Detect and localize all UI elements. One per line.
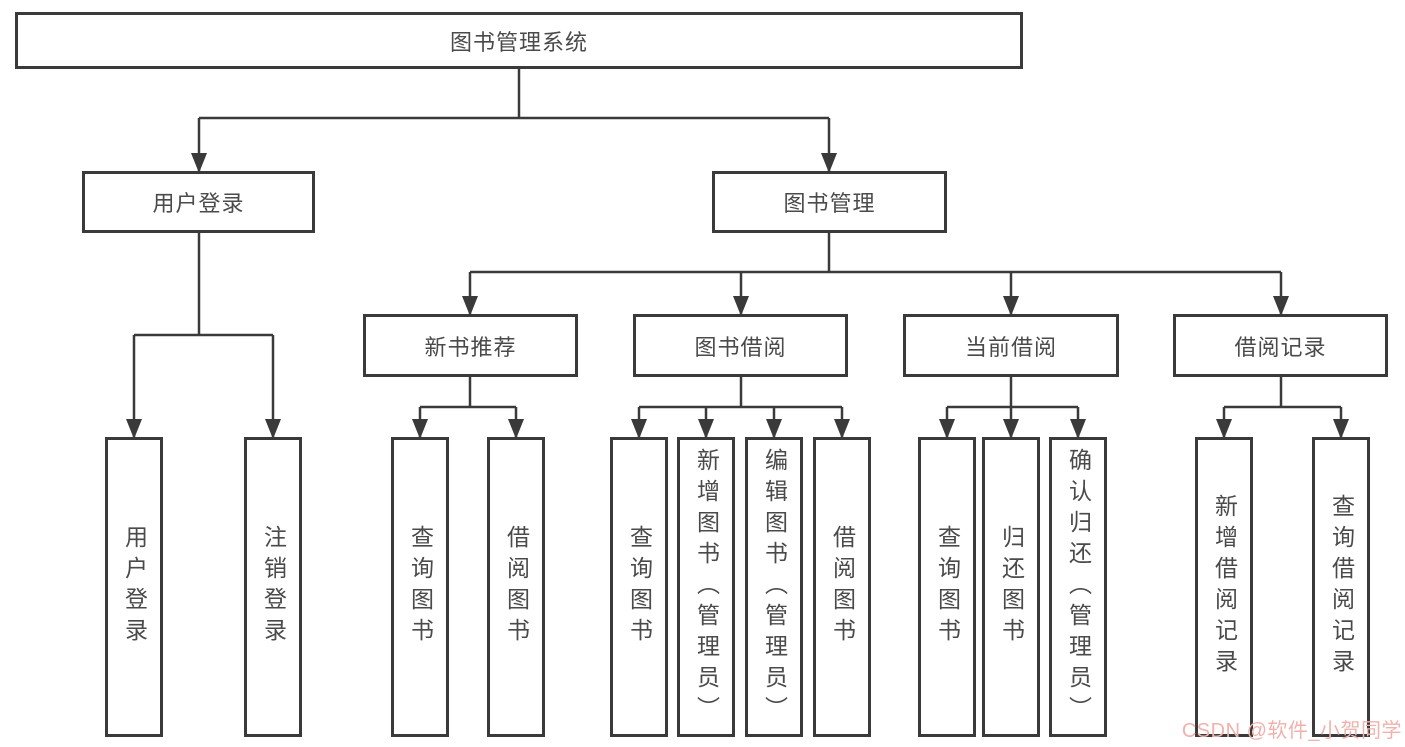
- node-label: 新增借阅记录: [1211, 494, 1238, 680]
- leaf-add-book-admin: 新增图书（管理员）: [677, 437, 735, 737]
- leaf-add-borrow-record: 新增借阅记录: [1195, 437, 1253, 737]
- node-borrow-records: 借阅记录: [1173, 314, 1388, 377]
- node-label: 图书借阅: [694, 334, 787, 360]
- node-label: 图书管理系统: [449, 29, 588, 55]
- leaf-edit-book-admin: 编辑图书（管理员）: [745, 437, 803, 737]
- node-label: 归还图书: [998, 525, 1025, 649]
- node-label: 用户登录: [121, 525, 148, 649]
- node-label: 编辑图书（管理员）: [761, 447, 788, 727]
- leaf-query-books-borrow: 查询图书: [610, 437, 668, 737]
- leaf-logout: 注销登录: [244, 437, 302, 737]
- node-label: 图书管理: [783, 191, 876, 216]
- leaf-user-login: 用户登录: [105, 437, 163, 737]
- node-label: 新增图书（管理员）: [693, 447, 720, 727]
- node-root: 图书管理系统: [15, 12, 1023, 69]
- node-label: 查询借阅记录: [1328, 494, 1355, 680]
- leaf-borrow-books: 借阅图书: [813, 437, 871, 737]
- node-label: 借阅图书: [503, 525, 530, 649]
- node-label: 借阅图书: [829, 525, 856, 649]
- node-label: 确认归还（管理员）: [1065, 447, 1092, 727]
- node-new-book-recommend: 新书推荐: [363, 314, 578, 377]
- node-book-management: 图书管理: [712, 171, 947, 233]
- node-current-borrow: 当前借阅: [903, 314, 1119, 377]
- leaf-return-book: 归还图书: [982, 437, 1040, 737]
- node-label: 查询图书: [626, 525, 653, 649]
- leaf-query-borrow-record: 查询借阅记录: [1312, 437, 1370, 737]
- node-label: 注销登录: [260, 525, 287, 649]
- node-label: 查询图书: [407, 525, 434, 649]
- node-label: 当前借阅: [964, 334, 1057, 360]
- leaf-confirm-return-admin: 确认归还（管理员）: [1049, 437, 1107, 737]
- node-label: 借阅记录: [1234, 334, 1327, 360]
- leaf-borrow-books-recommend: 借阅图书: [487, 437, 545, 737]
- leaf-query-books-recommend: 查询图书: [391, 437, 449, 737]
- leaf-query-books-current: 查询图书: [918, 437, 976, 737]
- node-label: 用户登录: [152, 191, 245, 216]
- node-label: 查询图书: [934, 525, 961, 649]
- node-user-login: 用户登录: [82, 171, 315, 233]
- node-label: 新书推荐: [424, 334, 517, 360]
- node-book-borrow: 图书借阅: [633, 314, 848, 377]
